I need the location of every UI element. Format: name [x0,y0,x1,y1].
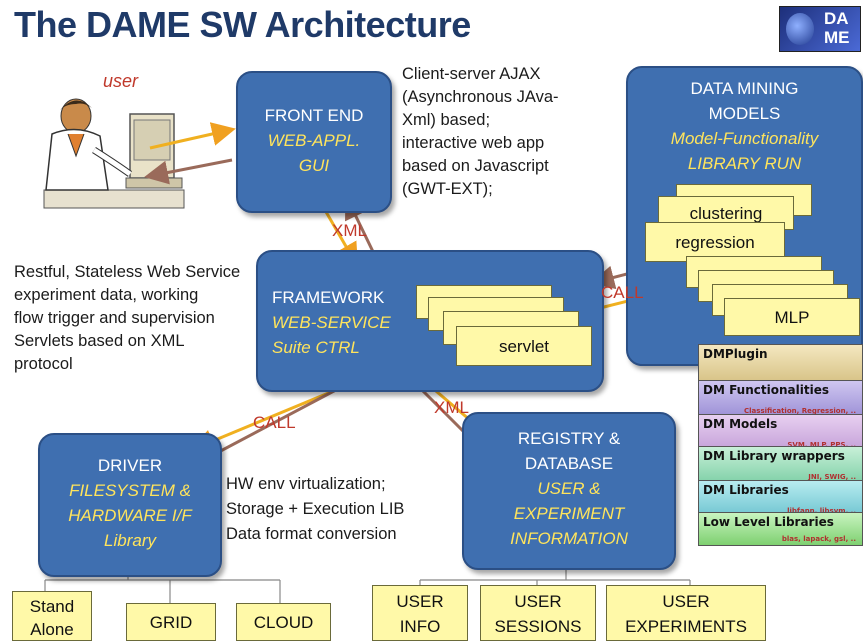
framework-desc-line: experiment data, working [14,286,199,304]
front-end-desc-line: (Asynchronous JAva- [402,88,559,106]
front-end-gui: GUI [298,156,330,175]
plugin-subtitle: Classification, Regression, .. [744,407,856,415]
call-label-driver: CALL [253,413,296,432]
front-end-desc-line: Xml) based; [402,111,491,129]
driver-filesystem: FILESYSTEM & [69,481,191,500]
framework-desc-line: protocol [14,355,73,373]
driver-box: DRIVER FILESYSTEM & HARDWARE I/F Library [38,433,222,577]
target-cloud: CLOUD [236,603,331,641]
data-mining-library-run: LIBRARY RUN [687,154,802,173]
target-standalone-line: Stand [29,597,75,616]
plugin-title: DM Functionalities [703,383,829,397]
servlet-card: servlet [456,326,592,366]
servlet-label: servlet [498,337,550,356]
target-user-experiments-line: USER [662,592,710,611]
target-user-experiments-line: EXPERIMENTS [625,617,747,636]
target-grid: GRID [126,603,216,641]
driver-library: Library [104,531,156,550]
framework-subtitle: WEB-SERVICE [272,313,391,332]
front-end-box: FRONT END WEB-APPL. GUI [236,71,392,213]
registry-experiment: EXPERIMENT [513,504,625,523]
plugin-title: DMPlugin [703,347,768,361]
target-standalone-line: Alone [30,620,74,639]
driver-desc-line: Data format conversion [226,525,397,543]
target-user-info-line: INFO [399,617,441,636]
plugin-stack-models: DM Models SVM, MLP, PPS, .. [698,414,863,452]
model-card-mlp: MLP [724,298,860,336]
plugin-stack-libraries: DM Libraries libfann, libsvm, .. [698,480,863,518]
call-label-models: CALL [601,283,644,302]
target-user-sessions-line: USER [514,592,562,611]
target-user-experiments: USER EXPERIMENTS [606,585,766,641]
xml-label-frontend: XML [332,221,367,240]
model-regression-label: regression [675,233,755,252]
target-grid-label: GRID [149,613,193,632]
framework-title: FRAMEWORK [272,288,385,307]
driver-title: DRIVER [97,456,163,475]
page-title: The DAME SW Architecture [14,4,471,45]
target-standalone: Stand Alone [12,591,92,641]
plugin-stack-low-level: Low Level Libraries blas, lapack, gsl, .… [698,512,863,546]
xml-label-registry: XML [434,398,469,417]
data-mining-models-title: MODELS [708,104,781,123]
registry-user: USER & [537,479,601,498]
front-end-desc-line: (GWT-EXT); [402,180,493,198]
framework-description: Restful, Stateless Web Service experimen… [14,261,240,376]
plugin-title: Low Level Libraries [703,515,834,529]
plugin-subtitle: JNI, SWIG, .. [808,473,856,481]
registry-database-title: DATABASE [524,454,614,473]
plugin-title: DM Libraries [703,483,789,497]
registry-database-box: REGISTRY & DATABASE USER & EXPERIMENT IN… [462,412,676,570]
driver-description: HW env virtualization; Storage + Executi… [226,472,404,547]
plugin-subtitle: SVM, MLP, PPS, .. [787,441,856,449]
logo-text-da: DA [824,9,849,28]
model-clustering-label: clustering [689,204,763,223]
plugin-stack-functionalities: DM Functionalities Classification, Regre… [698,380,863,418]
plugin-subtitle: libfann, libsvm, .. [787,507,856,515]
front-end-description: Client-server AJAX (Asynchronous JAva- X… [402,63,559,201]
logo-text-me: ME [824,28,850,47]
dame-logo: DA ME [779,6,861,52]
data-mining-title: DATA MINING [690,79,799,98]
target-user-info: USER INFO [372,585,468,641]
plugin-subtitle: blas, lapack, gsl, .. [781,535,856,543]
target-user-sessions-line: SESSIONS [494,617,582,636]
model-card-regression: regression [645,222,785,262]
front-end-subtitle: WEB-APPL. [267,131,361,150]
target-cloud-label: CLOUD [253,613,314,632]
plugin-stack-wrappers: DM Library wrappers JNI, SWIG, .. [698,446,863,484]
plugin-stack-dmplugin: DMPlugin [698,344,863,382]
driver-desc-line: Storage + Execution LIB [226,500,405,518]
plugin-title: DM Library wrappers [703,449,845,463]
model-mlp-label: MLP [774,308,810,327]
registry-information: INFORMATION [510,529,628,548]
framework-desc-line: flow trigger and supervision [14,309,215,327]
front-end-desc-line: Client-server AJAX [402,65,541,83]
target-user-info-line: USER [396,592,444,611]
driver-desc-line: HW env virtualization; [226,475,386,493]
user-at-computer-icon [43,98,185,209]
front-end-desc-line: based on Javascript [402,157,549,175]
front-end-desc-line: interactive web app [402,134,545,152]
target-user-sessions: USER SESSIONS [480,585,596,641]
framework-suite-ctrl: Suite CTRL [272,338,360,357]
logo-face-icon [786,13,814,45]
user-label: user [103,71,139,91]
front-end-title: FRONT END [264,106,364,125]
plugin-title: DM Models [703,417,778,431]
registry-title: REGISTRY & [517,429,621,448]
framework-desc-line: Restful, Stateless Web Service [14,263,241,281]
framework-desc-line: Servlets based on XML [14,332,185,350]
data-mining-functionality: Model-Functionality [670,129,819,148]
driver-hardware: HARDWARE I/F [68,506,192,525]
